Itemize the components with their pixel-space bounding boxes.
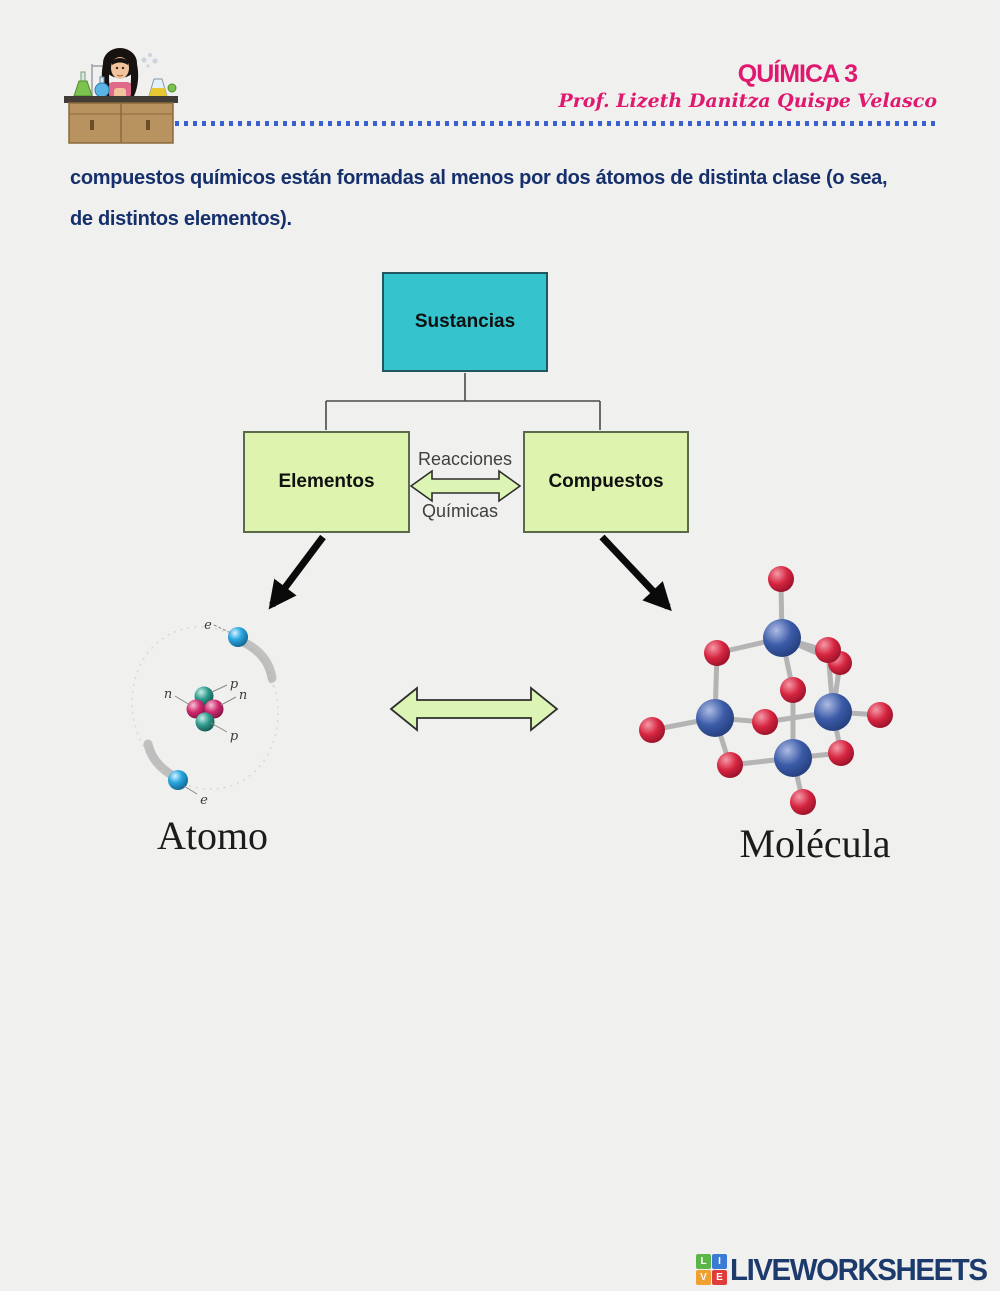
neutron-label: n [239,688,247,703]
liveworksheets-logo-text: LIVEWORKSHEETS [730,1252,988,1287]
electron-sphere [168,770,188,790]
oxygen-sphere [717,752,743,778]
node-compuestos: Compuestos [523,431,689,533]
electron-sphere [228,627,248,647]
oxygen-sphere [815,637,841,663]
core-atom-sphere [814,693,852,731]
oxygen-sphere [867,702,893,728]
liveworksheets-logo[interactable]: L I V E LIVEWORKSHEETS [696,1252,1000,1287]
intro-paragraph: compuestos químicos están formadas al me… [70,158,950,240]
logo-tile-l: L [696,1254,711,1269]
logo-tile-i: I [712,1254,727,1269]
logo-tile-v: V [696,1270,711,1285]
atom-caption: Atomo [156,813,269,858]
intro-line-2: de distintos elementos). [70,208,292,230]
arrow-elementos-to-atom [268,534,326,610]
core-atom-sphere [774,739,812,777]
core-atom-sphere [696,699,734,737]
proton-sphere [195,712,215,732]
node-elementos-label: Elementos [278,471,375,492]
molecule-illustration [639,566,893,815]
reaction-double-arrow [409,469,522,503]
node-sustancias-label: Sustancias [414,311,516,332]
proton-label: p [230,677,239,692]
oxygen-sphere [704,640,730,666]
electron-label: e [200,793,208,808]
dotted-divider [175,121,935,126]
oxygen-sphere [780,677,806,703]
chemist-mascot-illustration [62,46,182,146]
relation-label-quimicas: Químicas [421,501,499,521]
tree-connector-lines [325,373,601,430]
proton-label: p [230,729,239,744]
atom-molecule-double-arrow [389,686,559,732]
core-atom-sphere [763,619,801,657]
intro-line-1: compuestos químicos están formadas al me… [70,167,888,189]
neutron-label: n [164,687,172,702]
molecule-caption: Molécula [739,821,891,866]
node-sustancias: Sustancias [382,272,548,372]
node-compuestos-label: Compuestos [548,471,664,492]
arrow-compuestos-to-molecule [599,534,672,612]
logo-tile-e: E [712,1270,727,1285]
teacher-name: Prof. Lizeth Danitza Quispe Velasco [558,90,938,112]
course-title: QUÍMICA 3 [737,60,858,88]
electron-label: e [204,618,212,633]
oxygen-sphere [752,709,778,735]
liveworksheets-logo-icon: L I V E [696,1254,727,1286]
node-elementos: Elementos [243,431,410,533]
oxygen-sphere [639,717,665,743]
oxygen-sphere [768,566,794,592]
relation-label-reacciones: Reacciones [417,449,513,469]
atom-illustration: e p n n p e [131,618,279,808]
oxygen-sphere [790,789,816,815]
oxygen-sphere [828,740,854,766]
